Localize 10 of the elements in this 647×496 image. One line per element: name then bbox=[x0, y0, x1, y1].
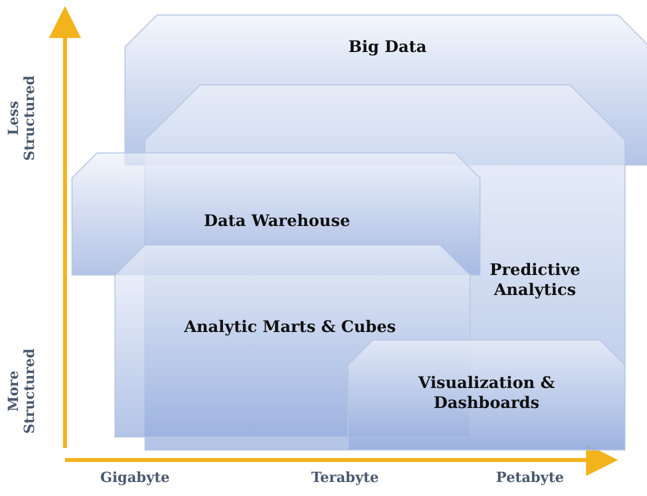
axis-label: More Structured bbox=[6, 347, 38, 436]
panel-title: Analytic Marts & Cubes bbox=[183, 317, 397, 337]
scale-label: Gigabyte bbox=[99, 470, 171, 486]
panel-title: Big Data bbox=[347, 37, 428, 57]
scale-label: Petabyte bbox=[495, 470, 565, 486]
scale-label: Terabyte bbox=[310, 470, 380, 486]
panel-title: Data Warehouse bbox=[202, 211, 352, 231]
axis-label: Less Structured bbox=[6, 74, 38, 163]
panel-title: Predictive Analytics bbox=[488, 260, 582, 300]
panel-title: Visualization & Dashboards bbox=[417, 373, 556, 413]
